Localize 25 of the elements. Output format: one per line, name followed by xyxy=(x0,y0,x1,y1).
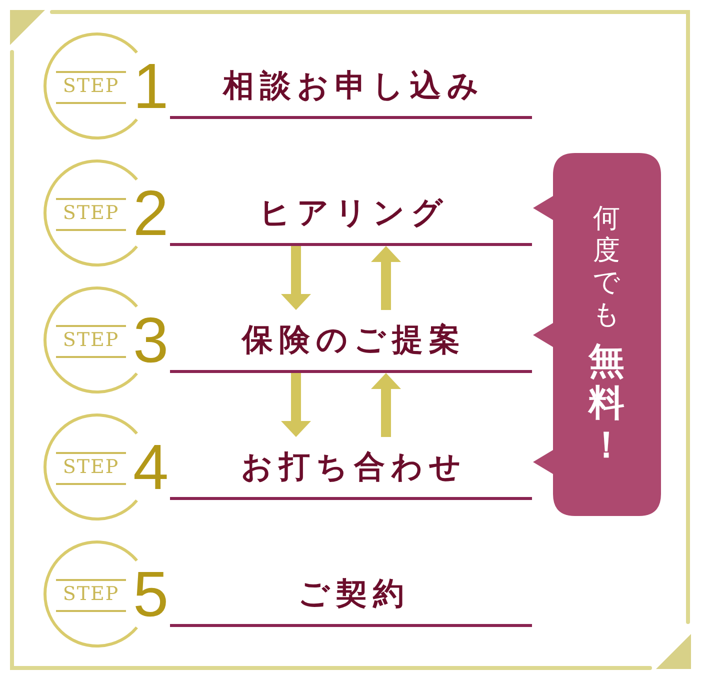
step-title: お打ち合わせ xyxy=(170,437,532,500)
step-title: 保険のご提案 xyxy=(170,310,532,373)
step-title: 相談お申し込み xyxy=(170,56,532,119)
step-number: 5 xyxy=(133,562,169,626)
step-label: STEP xyxy=(56,71,126,104)
step-label: STEP xyxy=(56,452,126,485)
step-badge xyxy=(43,540,169,648)
speech-bubble xyxy=(533,153,661,516)
step-badge xyxy=(43,413,169,521)
arrow xyxy=(281,246,311,310)
arrow xyxy=(371,373,401,437)
step-number: 3 xyxy=(133,308,169,372)
bubble-emphasis: 無料！ xyxy=(586,340,626,466)
bubble-text: 何度でも xyxy=(592,202,622,330)
step-label: STEP xyxy=(56,579,126,612)
step-number: 4 xyxy=(133,435,169,499)
step-number: 2 xyxy=(133,181,169,245)
step-title: ご契約 xyxy=(170,564,532,627)
step-title: ヒアリング xyxy=(170,183,532,246)
step-label: STEP xyxy=(56,198,126,231)
arrow xyxy=(371,246,401,310)
step-badge xyxy=(43,286,169,394)
step-label: STEP xyxy=(56,325,126,358)
arrow xyxy=(281,373,311,437)
step-number: 1 xyxy=(133,54,169,118)
